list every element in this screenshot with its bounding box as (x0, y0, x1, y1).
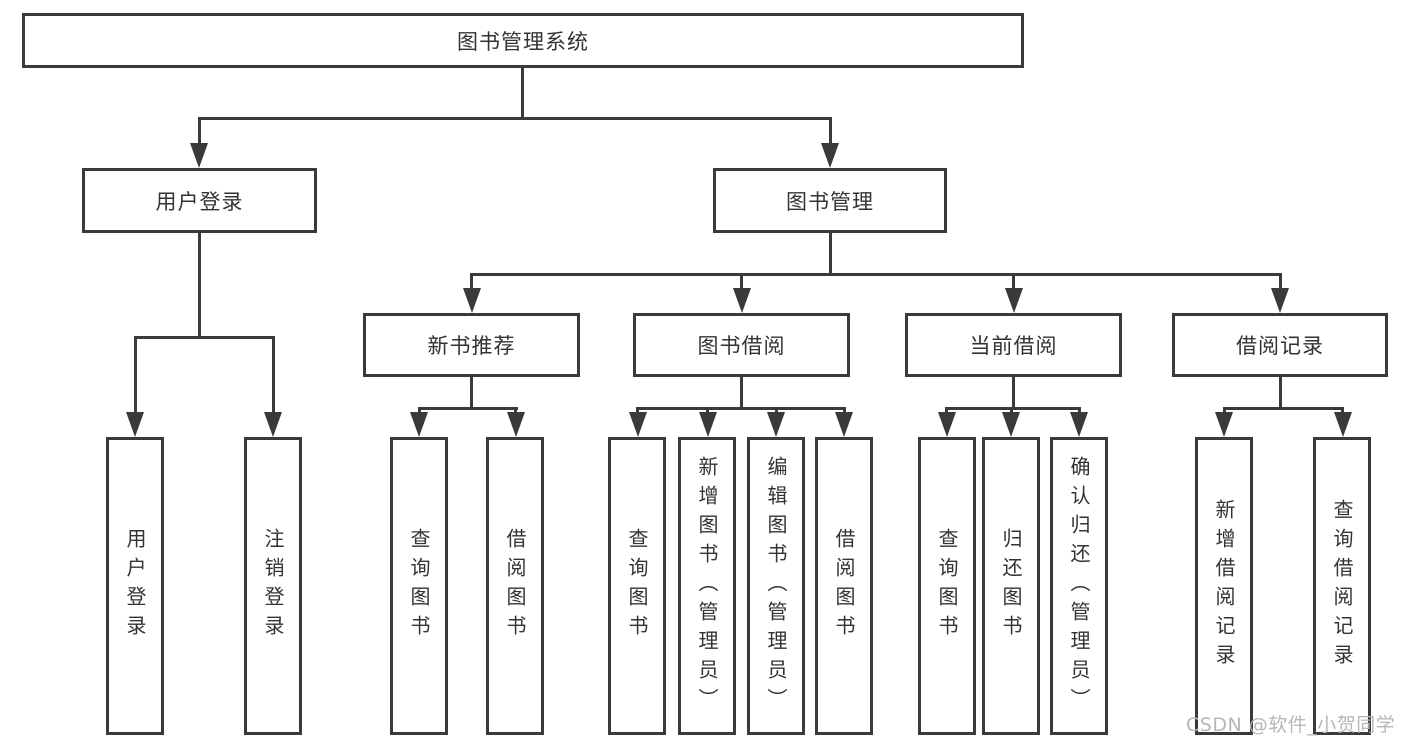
arrow-down-icon (1271, 288, 1289, 313)
leaf-node-br-query-record: 查询借阅记录 (1313, 437, 1371, 735)
connector-root-distributor (198, 117, 832, 120)
node-new-book-rec-label: 新书推荐 (427, 334, 516, 358)
connector-borrow-record-trunk (1279, 377, 1282, 407)
leaf-node-bb-query-books: 查询图书 (608, 437, 666, 735)
arrow-down-icon (126, 412, 144, 437)
leaf-node-bb-edit-books-admin: 编辑图书（管理员） (747, 437, 805, 735)
leaf-label: 归还图书 (999, 528, 1023, 644)
connector-stem-book-mgmt (829, 117, 832, 147)
connector-borrow-record-distributor (1223, 407, 1344, 410)
connector-stem (514, 407, 517, 415)
node-book-mgmt: 图书管理 (713, 168, 947, 233)
arrow-down-icon (938, 412, 956, 437)
connector-stem (1078, 407, 1081, 415)
node-borrow-record-label: 借阅记录 (1236, 334, 1324, 358)
leaf-label: 新增图书（管理员） (695, 455, 719, 717)
node-root: 图书管理系统 (22, 13, 1024, 68)
connector-stem (1341, 407, 1344, 415)
arrow-down-icon (507, 412, 525, 437)
leaf-node-bb-add-books-admin: 新增图书（管理员） (678, 437, 736, 735)
leaf-node-cb-return-books: 归还图书 (982, 437, 1040, 735)
node-book-mgmt-label: 图书管理 (786, 189, 874, 214)
connector-user-login-distributor (134, 336, 275, 339)
node-user-login: 用户登录 (82, 168, 317, 233)
leaf-label: 编辑图书（管理员） (764, 455, 788, 717)
arrow-down-icon (835, 412, 853, 437)
connector-stem-leaf-logout (272, 336, 275, 416)
leaf-node-user-login: 用户登录 (106, 437, 164, 735)
connector-new-book-rec-trunk (470, 377, 473, 407)
leaf-node-nbr-query-books: 查询图书 (390, 437, 448, 735)
arrow-down-icon (1002, 412, 1020, 437)
leaf-label: 借阅图书 (503, 528, 527, 644)
arrow-down-icon (699, 412, 717, 437)
leaf-label: 查询图书 (625, 528, 649, 644)
node-book-borrow-label: 图书借阅 (697, 334, 786, 358)
connector-stem-borrow-record (1279, 273, 1282, 291)
arrow-down-icon (1334, 412, 1352, 437)
leaf-node-nbr-borrow-books: 借阅图书 (486, 437, 544, 735)
connector-stem-new-book-rec (470, 273, 473, 291)
connector-stem (1010, 407, 1013, 415)
node-book-borrow: 图书借阅 (633, 313, 850, 377)
leaf-label: 查询图书 (407, 528, 431, 644)
leaf-label: 确认归还（管理员） (1067, 455, 1091, 717)
arrow-down-icon (1070, 412, 1088, 437)
leaf-node-cb-confirm-return-admin: 确认归还（管理员） (1050, 437, 1108, 735)
connector-stem (843, 407, 846, 415)
connector-current-borrow-distributor (945, 407, 1081, 410)
connector-stem-current-borrow (1012, 273, 1015, 291)
arrow-down-icon (821, 143, 839, 168)
connector-book-borrow-trunk (740, 377, 743, 407)
node-borrow-record: 借阅记录 (1172, 313, 1388, 377)
connector-book-mgmt-distributor (470, 273, 1282, 276)
connector-book-mgmt-trunk (829, 233, 832, 276)
connector-stem-book-borrow (740, 273, 743, 291)
leaf-node-bb-borrow-books: 借阅图书 (815, 437, 873, 735)
node-root-label: 图书管理系统 (457, 29, 589, 54)
arrow-down-icon (733, 288, 751, 313)
connector-stem (418, 407, 421, 415)
arrow-down-icon (1005, 288, 1023, 313)
connector-current-borrow-trunk (1012, 377, 1015, 407)
connector-stem (775, 407, 778, 415)
connector-stem-user-login (198, 117, 201, 147)
arrow-down-icon (767, 412, 785, 437)
leaf-label: 注销登录 (261, 528, 285, 644)
connector-root-trunk (521, 68, 524, 118)
arrow-down-icon (1215, 412, 1233, 437)
connector-stem (706, 407, 709, 415)
connector-book-borrow-distributor (636, 407, 846, 410)
node-new-book-rec: 新书推荐 (363, 313, 580, 377)
leaf-node-br-add-record: 新增借阅记录 (1195, 437, 1253, 735)
connector-stem (945, 407, 948, 415)
connector-stem (1223, 407, 1226, 415)
node-current-borrow-label: 当前借阅 (969, 334, 1058, 358)
leaf-label: 查询借阅记录 (1330, 499, 1354, 673)
arrow-down-icon (629, 412, 647, 437)
arrow-down-icon (190, 143, 208, 168)
leaf-label: 查询图书 (935, 528, 959, 644)
leaf-label: 用户登录 (123, 528, 147, 644)
csdn-watermark: CSDN @软件_小贺同学 (1186, 714, 1396, 736)
leaf-node-logout: 注销登录 (244, 437, 302, 735)
connector-user-login-trunk (198, 232, 201, 338)
arrow-down-icon (463, 288, 481, 313)
arrow-down-icon (410, 412, 428, 437)
connector-new-book-rec-distributor (418, 407, 518, 410)
leaf-node-cb-query-books: 查询图书 (918, 437, 976, 735)
leaf-label: 借阅图书 (832, 528, 856, 644)
arrow-down-icon (264, 412, 282, 437)
connector-stem-leaf-user-login (134, 336, 137, 416)
leaf-label: 新增借阅记录 (1212, 499, 1236, 673)
connector-stem (636, 407, 639, 415)
node-current-borrow: 当前借阅 (905, 313, 1122, 377)
node-user-login-label: 用户登录 (155, 189, 244, 214)
